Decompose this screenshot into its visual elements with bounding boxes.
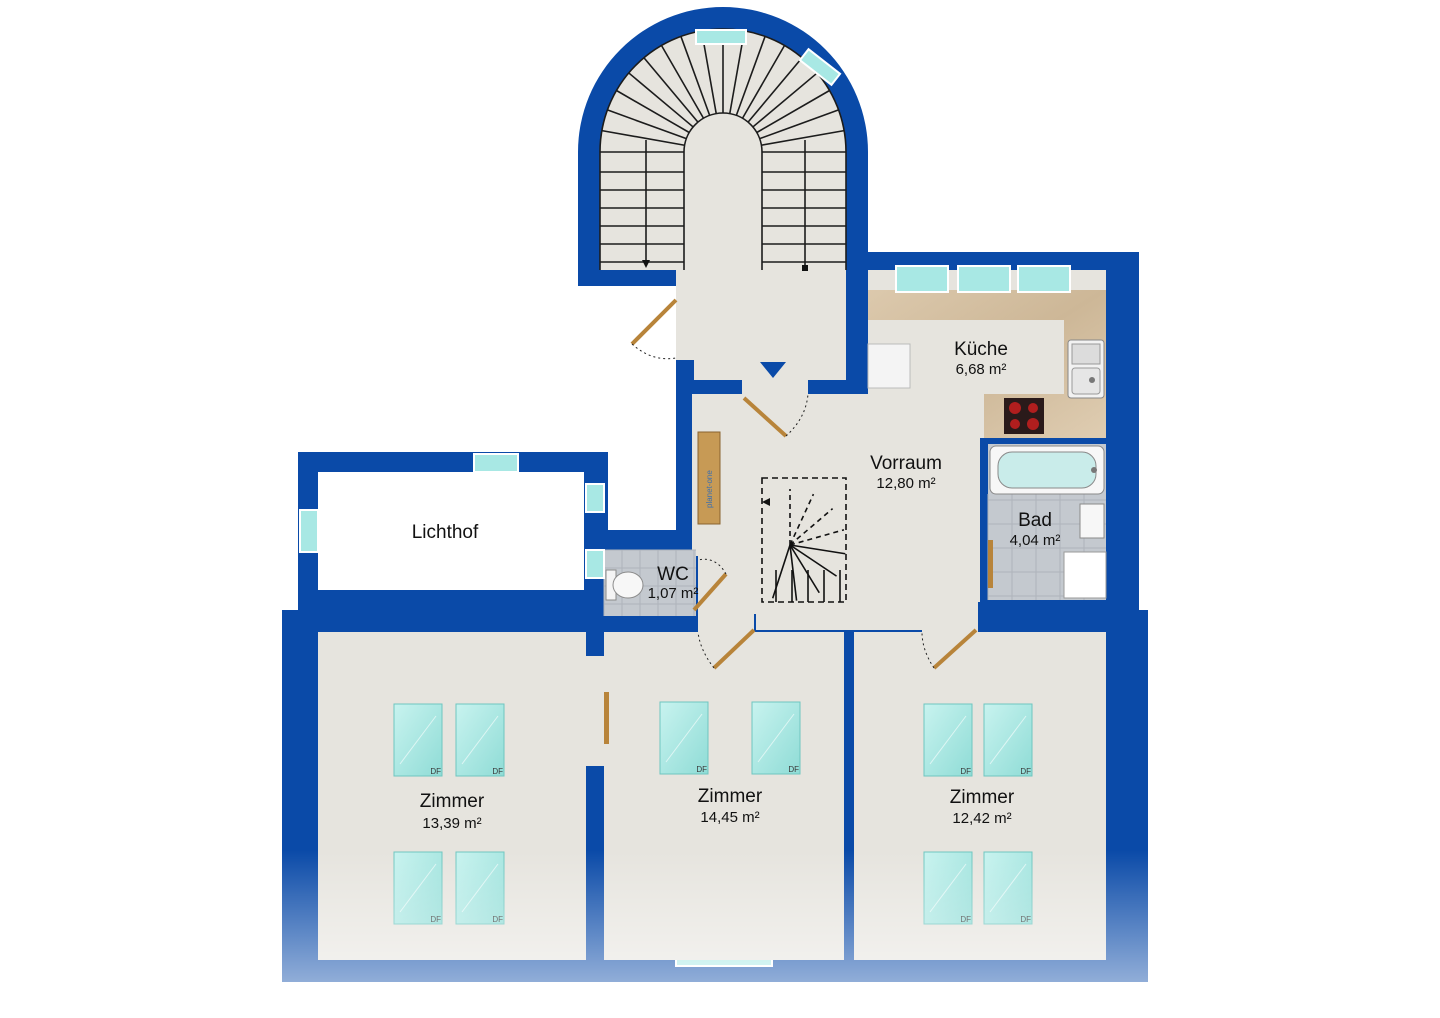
door-arc — [785, 393, 809, 437]
skylight-label: DF — [696, 765, 707, 774]
window — [473, 453, 519, 473]
bathtub-icon — [989, 445, 1105, 495]
room-center-name: Zimmer — [698, 786, 763, 807]
skylight-glare — [461, 715, 499, 765]
stair-tread — [789, 544, 838, 577]
stair-tread — [789, 493, 815, 546]
kitchen-counter — [867, 290, 1106, 438]
door-arc — [697, 558, 727, 575]
stair-outline — [761, 477, 847, 603]
hall-area: 12,80 m² — [876, 475, 935, 492]
cooktop-icon — [1004, 398, 1044, 434]
bath-sink-icon — [1063, 503, 1107, 599]
wc-area: 1,07 m² — [648, 585, 699, 602]
skylight-glare — [929, 715, 967, 765]
stair-tread — [752, 72, 818, 128]
skylight — [983, 703, 1033, 777]
skylight-label: DF — [492, 767, 503, 776]
wc-tile-grid — [603, 549, 696, 616]
window — [299, 509, 319, 553]
room-right-area: 12,42 m² — [952, 810, 1011, 827]
winder-staircase-icon — [761, 477, 847, 603]
window — [1017, 265, 1071, 293]
stair-tread — [747, 57, 803, 123]
room-left-area: 13,39 m² — [422, 815, 481, 832]
stair-tread — [680, 36, 711, 116]
door-leaf — [712, 628, 756, 670]
kitchen-name: Küche — [954, 339, 1008, 360]
tower-floor — [600, 29, 846, 394]
wc-name: WC — [657, 564, 689, 585]
stair-tread — [789, 508, 834, 546]
stair-tread — [789, 544, 820, 594]
stair-tread — [616, 89, 690, 134]
stair-tread — [607, 109, 687, 140]
window — [957, 265, 1011, 293]
bath-name: Bad — [1018, 510, 1052, 531]
door-leaf — [742, 396, 788, 438]
hall-name: Vorraum — [870, 453, 942, 474]
door-arc — [631, 343, 677, 360]
window — [585, 483, 605, 513]
stair-end-marker — [802, 265, 808, 271]
skylight-label: DF — [788, 765, 799, 774]
stair-tread — [761, 129, 845, 147]
fridge — [867, 343, 911, 389]
stair-tread — [789, 544, 798, 601]
entry-arrow-icon — [760, 362, 786, 378]
stair-tread — [741, 45, 786, 119]
door-leaf — [630, 298, 678, 346]
toilet-icon — [605, 569, 644, 601]
skylight-glare — [757, 713, 795, 763]
door-leaf — [604, 692, 609, 744]
stair-tread — [756, 89, 830, 134]
stair-tread — [789, 544, 846, 555]
lightwell-floor — [318, 472, 584, 590]
skylight-label: DF — [1020, 767, 1031, 776]
room-left-name: Zimmer — [420, 791, 485, 812]
stair-arrow-icon — [762, 498, 770, 506]
bath-area: 4,04 m² — [1010, 532, 1061, 549]
stair-tread — [628, 72, 694, 128]
door-leaf — [988, 540, 993, 588]
stair-arrow-icon — [642, 260, 650, 268]
stair-tread — [601, 129, 685, 147]
fade-overlay — [282, 850, 1148, 982]
hall-floor — [692, 394, 980, 630]
stair-tread — [735, 36, 766, 116]
skylight-glare — [665, 713, 703, 763]
sink-icon — [1067, 339, 1105, 399]
door-arc — [921, 631, 935, 669]
brand-label: planet-one — [705, 470, 714, 508]
stair-tread — [643, 57, 699, 123]
skylight-label: DF — [430, 767, 441, 776]
lightwell-name: Lichthof — [412, 522, 479, 543]
kitchen-area: 6,68 m² — [956, 361, 1007, 378]
door-swing-icon — [604, 298, 993, 744]
skylight-glare — [399, 715, 437, 765]
door-leaf — [932, 628, 978, 670]
window — [585, 549, 605, 579]
window — [895, 265, 949, 293]
window — [798, 47, 842, 87]
stair-tread — [789, 529, 845, 546]
door-arc — [697, 631, 715, 669]
window — [695, 29, 747, 45]
room-right-name: Zimmer — [950, 787, 1015, 808]
skylight-label: DF — [960, 767, 971, 776]
room-labels: Küche 6,68 m² Vorraum 12,80 m² Bad 4,04 … — [412, 339, 1061, 832]
door-leaf — [692, 572, 728, 612]
stair-tread — [759, 109, 839, 140]
room-center-area: 14,45 m² — [700, 809, 759, 826]
skylight-glare — [989, 715, 1027, 765]
hall-cabinet: planet-one — [697, 431, 721, 525]
stair-tread — [660, 45, 705, 119]
